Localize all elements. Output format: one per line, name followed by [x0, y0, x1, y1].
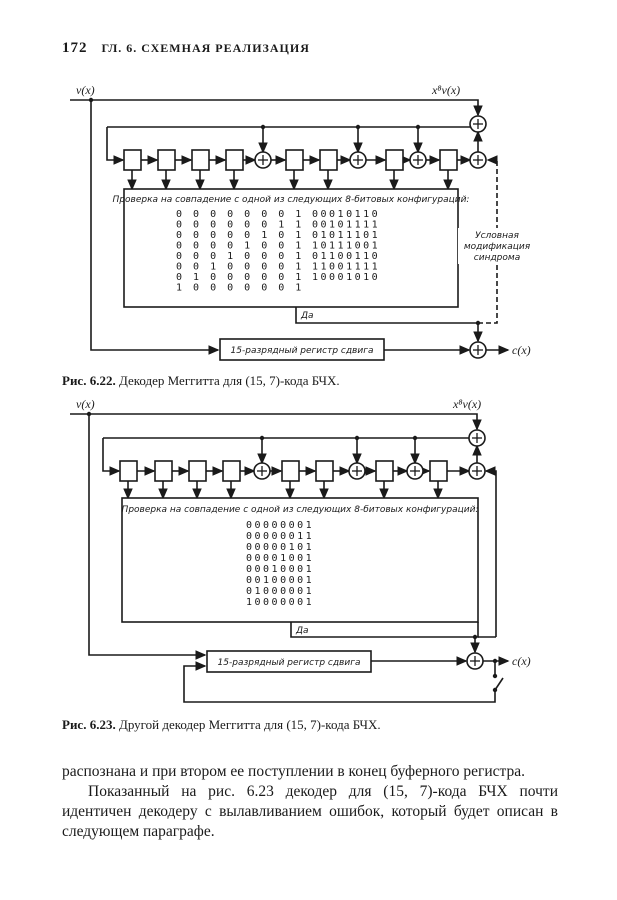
page-number: 172 — [62, 40, 88, 56]
figure-6-22-diagram: v(x) x⁸v(x) Проверка на совпадение с одной… — [70, 83, 536, 361]
input-wire — [70, 413, 482, 431]
xor-adder — [253, 462, 271, 480]
pattern: 00000011 — [246, 531, 314, 542]
caption-text: Декодер Меггитта для (15, 7)-кода БЧХ. — [118, 373, 340, 388]
output-label: c(x) — [512, 654, 531, 668]
pattern-left: 0 1 0 0 0 0 0 1 — [176, 272, 304, 283]
input-label: v(x) — [76, 83, 95, 97]
register-cell — [385, 149, 404, 171]
caption-text: Другой декодер Меггитта для (15, 7)-кода… — [118, 717, 381, 732]
pattern-left: 0 0 0 0 0 0 0 1 — [176, 209, 304, 220]
register-cell — [315, 460, 334, 482]
xor-adder — [468, 462, 486, 480]
conditional-label-line: синдрома — [474, 253, 520, 263]
figure-6-23-caption: Рис. 6.23. Другой декодер Меггитта для (… — [62, 717, 381, 733]
pattern-left: 0 0 0 0 0 1 0 1 — [176, 230, 304, 241]
yes-label: Да — [300, 311, 314, 321]
pattern-right: 00101111 — [312, 220, 380, 231]
register-cell — [281, 460, 300, 482]
input-wire — [90, 100, 220, 355]
pattern-right: 00010110 — [312, 209, 380, 220]
conditional-label-line: модификация — [464, 242, 531, 252]
register-cell — [285, 149, 304, 171]
register-cell — [157, 149, 176, 171]
pattern-left: 0 0 0 0 1 0 0 1 — [176, 241, 304, 252]
yes-wire — [295, 307, 478, 324]
register-cell — [123, 149, 142, 171]
register-cell — [375, 460, 394, 482]
register-cell — [439, 149, 458, 171]
pattern: 00010001 — [246, 564, 314, 575]
xor-adder — [469, 151, 487, 169]
pattern-right: 10111001 — [312, 241, 380, 252]
shift-register-label: 15-разрядный регистр сдвига — [218, 658, 361, 668]
pattern-right: 11001111 — [312, 262, 380, 273]
input-wire — [88, 414, 207, 660]
recirculation-wire — [183, 661, 496, 703]
running-title: ГЛ. 6. СХЕМНАЯ РЕАЛИЗАЦИЯ — [101, 41, 310, 55]
register-cell — [119, 460, 138, 482]
pattern-left: 0 0 1 0 0 0 0 1 — [176, 262, 304, 273]
xor-adder — [466, 652, 484, 670]
input-label: v(x) — [76, 397, 95, 411]
pattern-test-box — [123, 188, 459, 308]
figure-6-22-caption: Рис. 6.22. Декодер Меггитта для (15, 7)-… — [62, 373, 340, 389]
xor-adder — [409, 151, 427, 169]
top-label: x⁸v(x) — [452, 397, 481, 411]
paragraph: распознана и при втором ее поступлении в… — [62, 763, 525, 780]
pattern: 00001001 — [246, 553, 314, 564]
switch-icon — [494, 677, 504, 691]
test-box-title: Проверка на совпадение с одной из следую… — [122, 505, 479, 515]
shift-register-label: 15-разрядный регистр сдвига — [231, 346, 374, 356]
xor-adder — [468, 429, 486, 447]
junction-dot — [492, 673, 498, 679]
pattern-left: 1 0 0 0 0 0 0 1 — [176, 283, 304, 294]
wire — [475, 622, 479, 638]
running-header: 172 ГЛ. 6. СХЕМНАЯ РЕАЛИЗАЦИЯ — [62, 40, 310, 57]
xor-adder — [348, 462, 366, 480]
pattern: 00000101 — [246, 542, 314, 553]
body-text: распознана и при втором ее поступлении в… — [62, 762, 558, 842]
xor-adder — [349, 151, 367, 169]
input-wire — [70, 99, 483, 117]
xor-adder — [254, 151, 272, 169]
register-cell — [188, 460, 207, 482]
register-cell — [429, 460, 448, 482]
paragraph: Показанный на рис. 6.23 декодер для (15,… — [62, 783, 558, 840]
register-cell — [222, 460, 241, 482]
xor-adder — [469, 115, 487, 133]
register-cell — [319, 149, 338, 171]
label-bg — [458, 228, 536, 264]
xor-adder — [469, 341, 487, 359]
feedback-wire — [106, 127, 125, 165]
pattern: 10000001 — [246, 597, 314, 608]
caption-number: Рис. 6.22. — [62, 373, 116, 388]
register-cell — [191, 149, 210, 171]
pattern-right: 01100110 — [312, 251, 380, 262]
pattern-right: 10001010 — [312, 272, 380, 283]
syndrome-feedback-wire — [484, 466, 497, 637]
pattern-test-box — [121, 497, 479, 623]
feedback-wire — [102, 438, 121, 476]
pattern-right: 01011101 — [312, 230, 380, 241]
caption-number: Рис. 6.23. — [62, 717, 116, 732]
yes-label: Да — [295, 626, 309, 636]
top-label: x⁸v(x) — [431, 83, 460, 97]
yes-wire — [290, 622, 475, 638]
pattern: 00100001 — [246, 575, 314, 586]
pattern-left: 0 0 0 0 0 0 1 1 — [176, 220, 304, 231]
register-cell — [154, 460, 173, 482]
pattern: 01000001 — [246, 586, 314, 597]
output-label: c(x) — [512, 343, 531, 357]
conditional-label-line: Условная — [475, 231, 519, 241]
register-cell — [225, 149, 244, 171]
pattern-left: 0 0 0 1 0 0 0 1 — [176, 251, 304, 262]
test-box-title: Проверка на совпадение с одной из следую… — [113, 195, 470, 205]
figure-6-23-diagram: v(x) x⁸v(x) Проверка на совпадение с одной… — [70, 397, 531, 703]
xor-adder — [406, 462, 424, 480]
pattern: 00000001 — [246, 520, 314, 531]
